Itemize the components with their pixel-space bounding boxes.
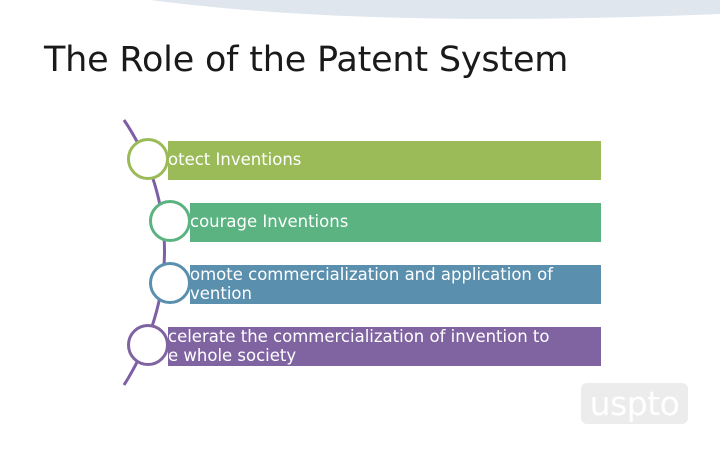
list-item-2-label: courage Inventions — [190, 212, 349, 231]
uspto-logo: uspto — [581, 383, 688, 424]
list-item-3-label-line-1: omote commercialization and application … — [190, 265, 554, 284]
bullet-circle-icon-2 — [149, 200, 191, 242]
page-title: The Role of the Patent System — [44, 40, 569, 80]
list-item-3: omote commercialization and application … — [190, 265, 601, 304]
bullet-circle-icon-1 — [127, 138, 169, 180]
uspto-logo-text: uspto — [589, 384, 680, 423]
list-item-3-label-line-2: vention — [190, 284, 252, 303]
list-item-1-label: otect Inventions — [168, 150, 302, 169]
list-item-4-label-line-1: celerate the commercialization of invent… — [168, 327, 550, 346]
bullet-circle-icon-3 — [149, 262, 191, 304]
list-item-4-label-line-2: e whole society — [168, 346, 297, 365]
top-wave-band — [150, 0, 720, 19]
list-item-4: celerate the commercialization of invent… — [168, 327, 601, 366]
list-item-1: otect Inventions — [168, 141, 601, 180]
bullet-circle-icon-4 — [127, 324, 169, 366]
list-item-2: courage Inventions — [190, 203, 601, 242]
